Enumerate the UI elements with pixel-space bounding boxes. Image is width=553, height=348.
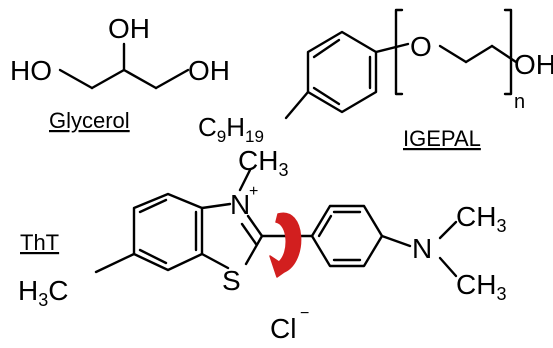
curved-rotation-arrow-icon [269,212,302,278]
tht-benzene-ring [132,192,204,272]
igepal-repeat-n: n [514,91,525,113]
glycerol-oh-top: OH [108,13,150,44]
tht-thiazole-ring [200,202,264,270]
igepal-terminal-oh: OH [514,49,553,80]
tht-lower-ch: CH [456,269,496,300]
igepal-label: IGEPAL [403,126,481,151]
tht-structure: N + CH3 S H3C N CH3 CH3 Cl − ThT [18,145,506,344]
glycerol-label: Glycerol [49,108,130,133]
tht-upper-sub: 3 [496,216,506,236]
tht-chloride: Cl [270,313,296,344]
tht-amine-nitrogen: N [412,233,432,264]
igepal-benzene-ring [306,30,378,114]
glycerol-structure: OH HO OH Glycerol [10,13,230,133]
tht-upper-ch: CH [456,201,496,232]
igepal-c-subscript: 9 [217,127,226,146]
tht-h3c-c: C [48,275,68,306]
tht-h3c-h: H [18,275,38,306]
glycerol-ho-left: HO [10,55,52,86]
igepal-chain-bonds [284,42,518,120]
tht-dimethyl-lower: CH3 [456,269,506,304]
glycerol-oh-right: OH [188,55,230,86]
tht-phenyl-ring [310,204,384,268]
igepal-h-subscript: 19 [245,127,264,146]
tht-sulfur: S [222,265,241,296]
tht-lower-sub: 3 [496,284,506,304]
glycerol-bonds [58,42,190,90]
tht-h3c-sub: 3 [38,290,48,310]
igepal-h-letter: H [226,112,245,142]
igepal-structure: O OH n C9H19 IGEPAL [198,8,553,151]
tht-label: ThT [20,230,59,255]
tht-dimethyl-upper: CH3 [456,201,506,236]
tht-positive-charge: + [249,183,258,200]
tht-n-methyl-sub: 3 [278,160,288,180]
igepal-oxygen: O [410,31,432,62]
igepal-repeat-brackets [394,8,513,96]
igepal-c-letter: C [198,112,217,142]
tht-methyl-left: H3C [18,275,68,310]
tht-quaternary-nitrogen: N [230,189,250,220]
tht-negative-charge: − [300,305,309,322]
tht-n-methyl: CH3 [238,145,288,180]
igepal-alkyl-chain: C9H19 [198,112,264,146]
tht-n-methyl-ch: CH [238,145,278,176]
